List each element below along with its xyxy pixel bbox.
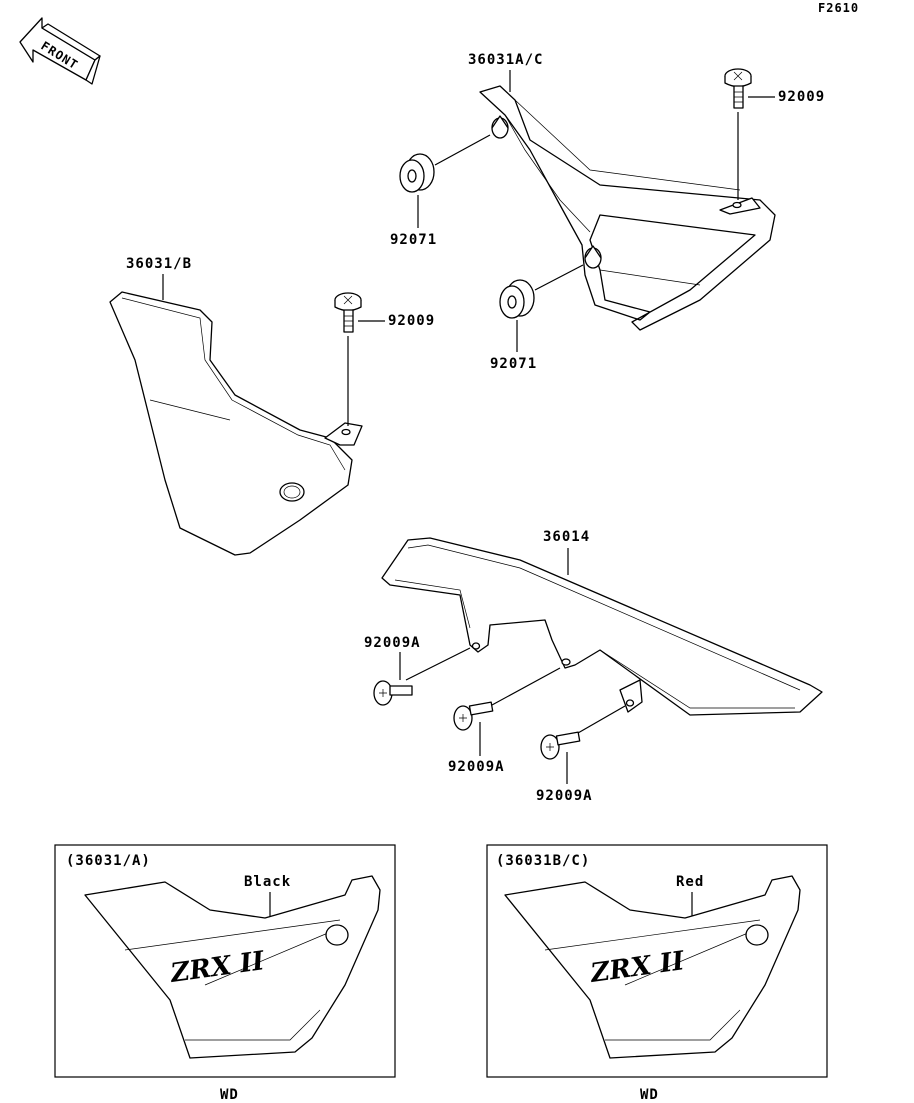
variant-bc-code: (36031B/C) (496, 853, 590, 869)
label-92009-top: 92009 (778, 89, 825, 105)
label-92009-left: 92009 (388, 313, 435, 329)
bolt-92009a-2-icon (453, 701, 494, 731)
variant-box-bc: (36031B/C) Red ZRX II (486, 844, 828, 1078)
variant-bc-market: WD (640, 1087, 659, 1103)
grommet-lower-icon (499, 279, 535, 319)
side-cover-b (109, 291, 363, 556)
variant-a-market: WD (220, 1087, 239, 1103)
figure-id: F2610 (818, 1, 859, 15)
variant-a-code: (36031/A) (66, 853, 151, 869)
variant-box-a: (36031/A) Black ZRX II (54, 844, 396, 1078)
bolt-92009-left-icon (334, 292, 362, 333)
grommet-upper-icon (399, 153, 435, 193)
label-36031ac: 36031A/C (468, 52, 543, 68)
variant-a-panel: ZRX II (84, 875, 381, 1059)
bolt-92009-top-icon (724, 68, 752, 109)
label-36014: 36014 (543, 529, 590, 545)
bolt-92009a-1-icon (373, 680, 413, 706)
label-92009a-3: 92009A (536, 788, 593, 804)
label-92071-upper: 92071 (390, 232, 437, 248)
bolt-92009a-3-icon (540, 731, 581, 760)
label-92071-lower: 92071 (490, 356, 537, 372)
variant-bc-panel: ZRX II (504, 875, 801, 1059)
front-arrow-icon: FRONT (19, 17, 101, 85)
side-cover-ac (479, 85, 776, 331)
variant-a-color: Black (244, 874, 291, 890)
chain-cover (381, 537, 823, 716)
label-92009a-1: 92009A (364, 635, 421, 651)
label-92009a-2: 92009A (448, 759, 505, 775)
label-36031b: 36031/B (126, 256, 192, 272)
variant-bc-color: Red (676, 874, 704, 890)
